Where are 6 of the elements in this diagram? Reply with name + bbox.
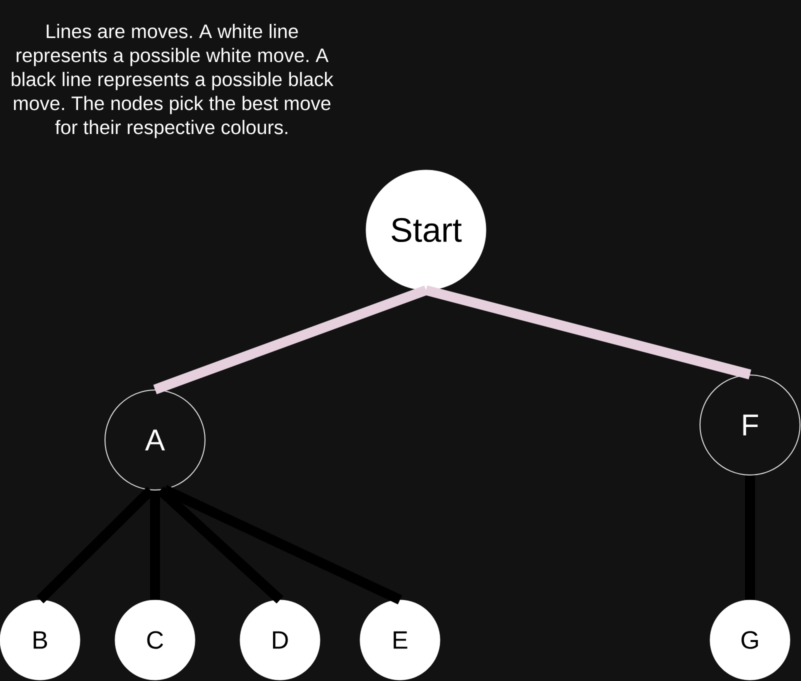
move-line: [745, 476, 755, 600]
move-line: [153, 286, 428, 394]
move-line: [424, 285, 752, 380]
move-line: [150, 490, 160, 600]
move-line: [162, 485, 402, 604]
note-text: Lines are moves. A white line represents a possible white move. A black line represents a possible black move. The nodes pick the best move for their respective colours.: [12, 24, 334, 138]
